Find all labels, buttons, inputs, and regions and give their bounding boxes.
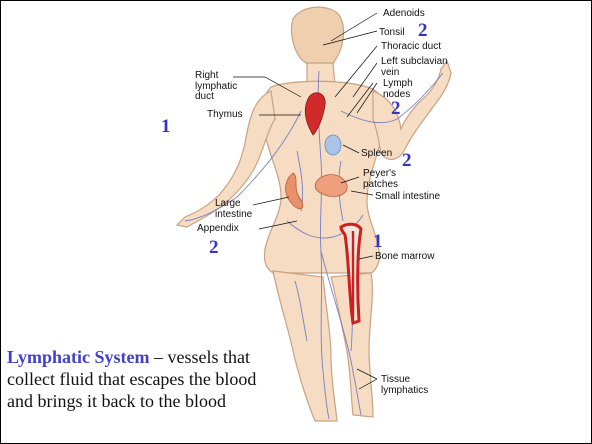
number-tonsil: 2 [418,21,428,40]
label-left-subclavian-vein: Left subclavian vein [381,57,448,78]
label-thymus: Thymus [207,110,243,121]
label-spleen: Spleen [361,149,392,160]
label-bone-marrow: Bone marrow [375,252,434,263]
number-thymus: 1 [161,117,171,136]
number-bone-marrow: 1 [373,232,383,251]
label-large-intestine: Large intestine [215,199,252,220]
caption: Lymphatic System – vessels that collect … [7,346,265,412]
label-right-lymphatic-duct: Right lymphatic duct [195,71,237,103]
label-tissue-lymphatics: Tissue lymphatics [381,375,428,396]
label-lymph-nodes: Lymph nodes [383,79,413,100]
label-thoracic-duct: Thoracic duct [381,42,441,53]
label-appendix: Appendix [197,224,239,235]
label-small-intestine: Small intestine [375,192,440,203]
label-tonsil: Tonsil [379,28,405,39]
number-appendix: 2 [209,238,219,257]
label-peyers-patches: Peyer's patches [363,169,398,190]
number-lymph-nodes: 2 [391,99,401,118]
label-adenoids: Adenoids [383,9,425,20]
number-spleen: 2 [402,151,412,170]
caption-title: Lymphatic System [7,347,150,367]
spleen-organ [325,135,341,155]
